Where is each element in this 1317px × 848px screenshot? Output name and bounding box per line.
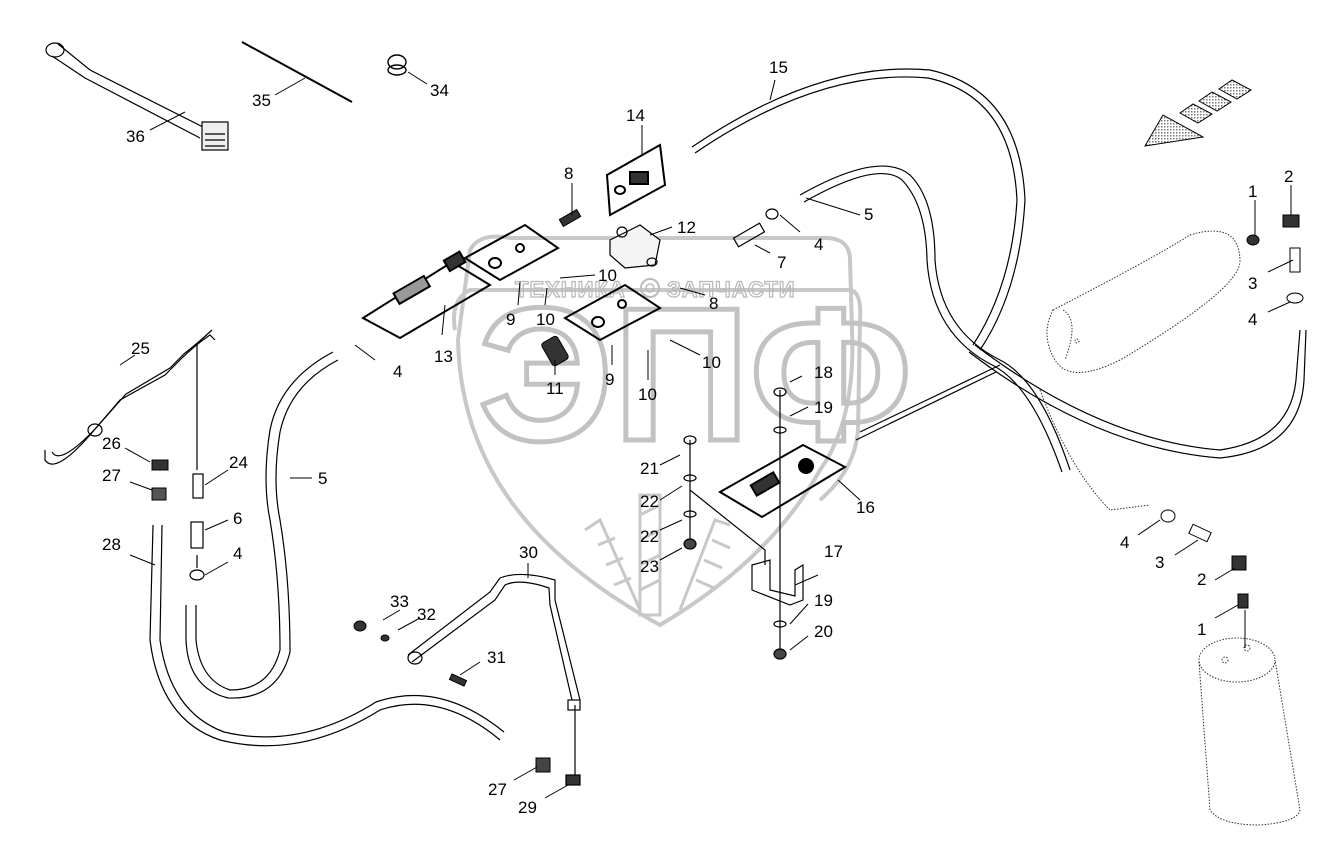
callout-21: 21	[640, 459, 659, 478]
callout-10: 10	[598, 266, 617, 285]
bracket-30	[407, 573, 581, 786]
direction-arrow-icon	[1144, 79, 1252, 147]
right-upper-fittings	[1246, 214, 1304, 304]
callout-25: 25	[131, 339, 150, 358]
callout-24: 24	[229, 453, 248, 472]
callout-17: 17	[824, 542, 843, 561]
hose-5-left	[185, 351, 339, 699]
callout-4: 4	[1120, 533, 1129, 552]
callout-27: 27	[102, 466, 121, 485]
callout-9: 9	[605, 370, 614, 389]
callout-1: 1	[1248, 182, 1257, 201]
callout-27: 27	[488, 780, 507, 799]
callout-22: 22	[640, 492, 659, 511]
kit-box-16	[718, 443, 848, 519]
callout-4: 4	[1248, 310, 1257, 329]
callout-4: 4	[233, 544, 242, 563]
valve-12	[609, 224, 661, 269]
fitting-6	[189, 521, 205, 581]
callout-10: 10	[536, 310, 555, 329]
callout-29: 29	[518, 798, 537, 817]
callout-34: 34	[430, 81, 449, 100]
callout-2: 2	[1197, 570, 1206, 589]
bolt-stack-18-20	[773, 387, 787, 660]
clip-34	[387, 54, 407, 76]
bracket-17	[689, 489, 804, 606]
fitting-11	[541, 335, 569, 367]
air-tank-horizontal	[1039, 230, 1241, 511]
cable-tie-35	[241, 41, 353, 103]
callout-30: 30	[519, 543, 538, 562]
kit-box-9-lower	[563, 283, 662, 342]
callout-4: 4	[393, 362, 402, 381]
callout-2: 2	[1284, 167, 1293, 186]
callout-9: 9	[506, 310, 515, 329]
callout-22: 22	[640, 527, 659, 546]
watermark-right-word: ЗАПЧАСТИ	[667, 277, 796, 302]
callout-6: 6	[233, 509, 242, 528]
bracket-25	[44, 329, 216, 465]
callout-28: 28	[102, 535, 121, 554]
elbow-26	[151, 459, 169, 501]
callout-10: 10	[702, 353, 721, 372]
callout-23: 23	[640, 557, 659, 576]
callout-8: 8	[564, 164, 573, 183]
callout-35: 35	[252, 91, 271, 110]
kit-box-13	[361, 250, 492, 340]
callout-5: 5	[864, 205, 873, 224]
callout-5: 5	[318, 469, 327, 488]
callout-26: 26	[102, 434, 121, 453]
kit-box-9-upper	[463, 223, 560, 282]
callout-31: 31	[487, 648, 506, 667]
callouts: 1 1 2 2 3 3 4 4 4 4 4 5 5 6 7 8 8 9 9 10…	[102, 58, 1293, 817]
callout-33: 33	[390, 592, 409, 611]
cable-36	[45, 42, 229, 151]
callout-13: 13	[434, 347, 453, 366]
callout-18: 18	[814, 363, 833, 382]
callout-10: 10	[638, 385, 657, 404]
callout-15: 15	[769, 58, 788, 77]
callout-7: 7	[777, 253, 786, 272]
watermark-big-letters: ЭПФ	[478, 269, 912, 481]
callout-20: 20	[814, 622, 833, 641]
gear-icon	[640, 278, 660, 298]
callout-12: 12	[677, 218, 696, 237]
callout-19: 19	[814, 398, 833, 417]
fitting-7	[732, 208, 779, 248]
air-tank-vertical	[1198, 637, 1301, 826]
leader-lines	[119, 71, 1294, 799]
shield-emblem-icon	[455, 234, 855, 628]
fitting-8-upper	[558, 208, 582, 228]
callout-8: 8	[709, 294, 718, 313]
callout-4: 4	[814, 235, 823, 254]
hose-5-upper	[799, 165, 1071, 473]
wheat-ornament	[584, 493, 731, 617]
kit-box-14	[605, 143, 667, 217]
hose-28	[149, 524, 505, 747]
watermark-left-word: ТЕХНИКА	[515, 277, 626, 302]
callout-19: 19	[814, 591, 833, 610]
callout-32: 32	[417, 605, 436, 624]
bolt-stack-21-23	[683, 435, 697, 550]
callout-11: 11	[546, 379, 564, 398]
tee-24	[192, 345, 204, 499]
fittings-misc	[353, 620, 551, 773]
callout-14: 14	[626, 106, 645, 125]
right-lower-fittings	[1160, 509, 1249, 648]
callout-1: 1	[1197, 620, 1206, 639]
callout-16: 16	[856, 498, 875, 517]
watermark: ТЕХНИКА ЗАПЧАСТИ ЭПФ	[452, 234, 914, 628]
callout-36: 36	[126, 127, 145, 146]
callout-3: 3	[1155, 553, 1164, 572]
callout-3: 3	[1248, 274, 1257, 293]
